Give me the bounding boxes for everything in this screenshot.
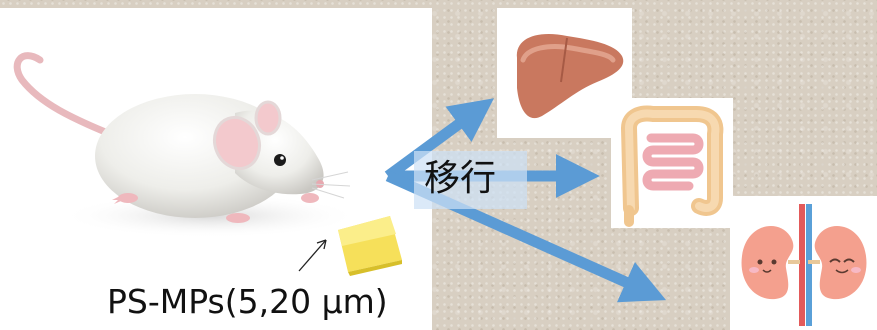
translocation-label: 移行 xyxy=(424,155,496,203)
particles-label: PS-MPs(5,20 μm) xyxy=(107,282,388,322)
